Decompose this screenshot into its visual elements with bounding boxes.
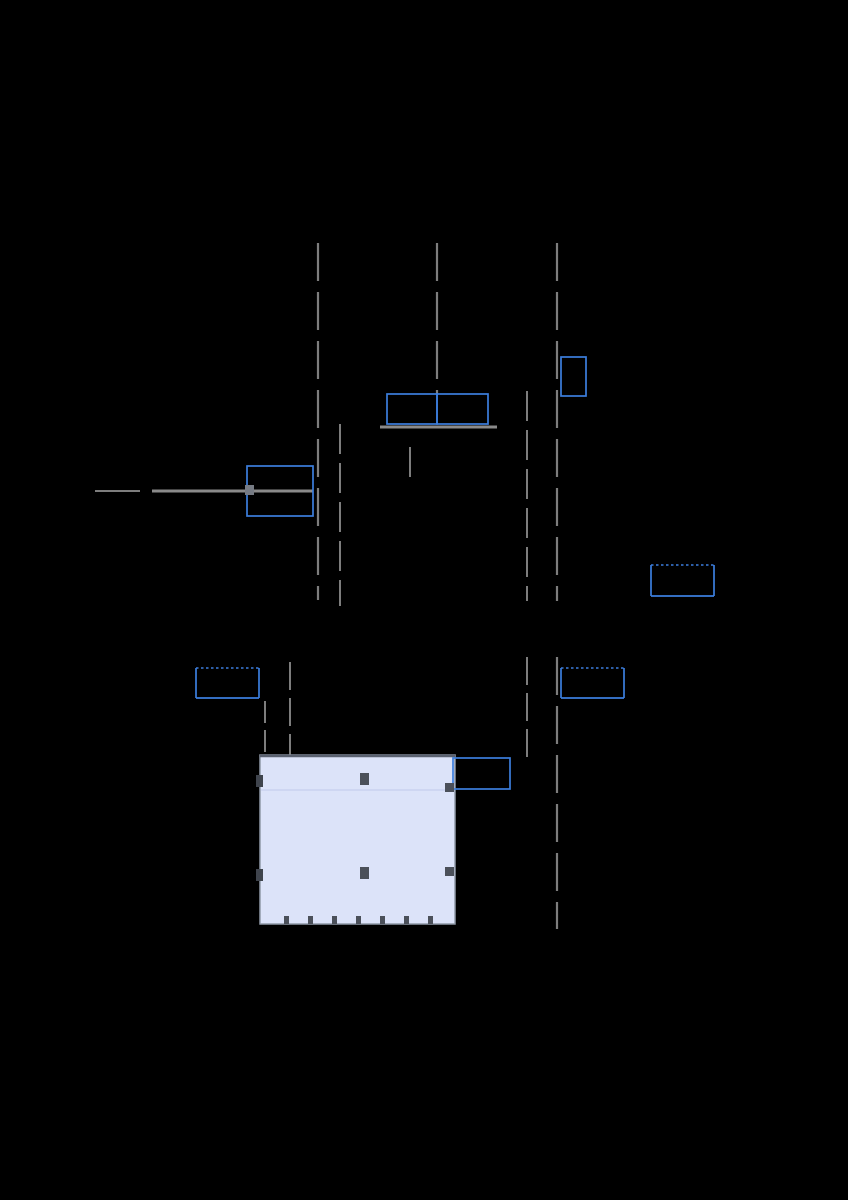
bottom-tick-5 — [380, 916, 385, 924]
bottom-tick-7 — [428, 916, 433, 924]
annotation-box-pair-right[interactable] — [436, 393, 489, 425]
edge-handle-left-top[interactable] — [256, 775, 263, 787]
bottom-tick-1 — [284, 916, 289, 924]
bottom-tick-4 — [356, 916, 361, 924]
wall-handle[interactable] — [245, 485, 254, 495]
bottom-tick-2 — [308, 916, 313, 924]
edge-handle-right-top[interactable] — [445, 783, 454, 792]
annotation-box-region-tag[interactable] — [452, 757, 511, 790]
annotation-box-top-right[interactable] — [560, 356, 587, 397]
selected-region[interactable] — [259, 754, 456, 925]
annotation-box-pair-left[interactable] — [386, 393, 438, 425]
column-handle-bottom[interactable] — [360, 867, 369, 879]
edge-handle-left-bottom[interactable] — [256, 869, 263, 881]
column-handle-top[interactable] — [360, 773, 369, 785]
edge-handle-right-bottom[interactable] — [445, 867, 454, 876]
bottom-tick-3 — [332, 916, 337, 924]
bottom-tick-6 — [404, 916, 409, 924]
